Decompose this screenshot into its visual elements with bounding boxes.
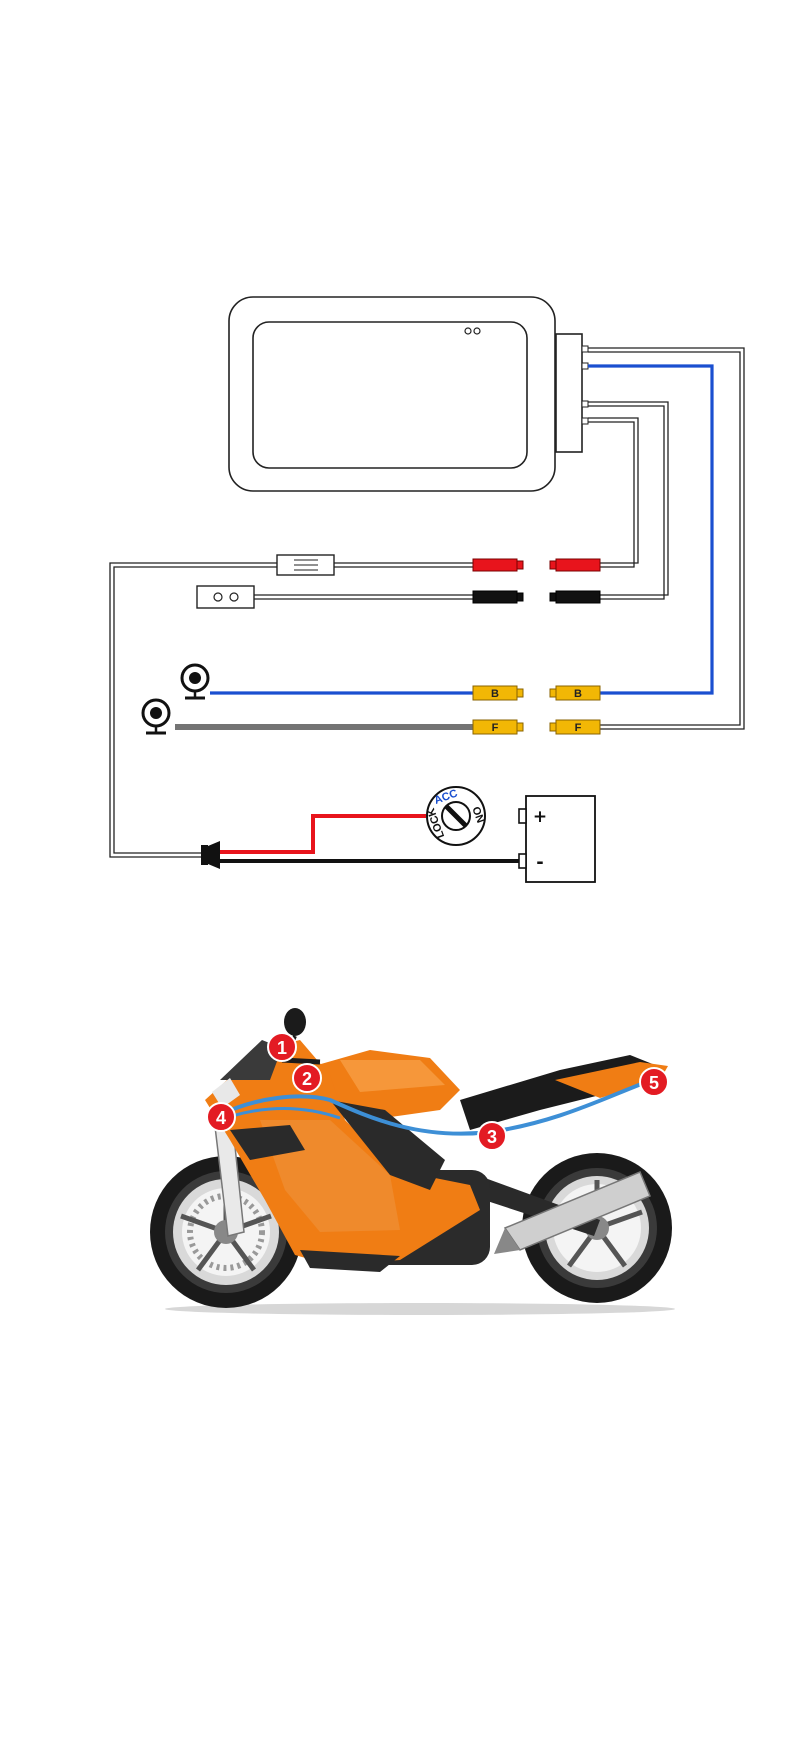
install-point-4: 4 — [206, 1102, 236, 1132]
front-connector-right-label: F — [575, 722, 582, 734]
power-connector-red-right — [549, 558, 601, 572]
rear-camera-wire — [210, 364, 714, 695]
install-point-3-label: 3 — [487, 1127, 497, 1147]
install-point-4-label: 4 — [216, 1108, 226, 1128]
rear-camera-icon — [180, 663, 210, 700]
battery-negative-symbol: - — [536, 852, 543, 873]
rear-connector-left-label: B — [491, 688, 499, 700]
ignition-wire-red — [218, 814, 426, 854]
battery-icon: + - — [518, 795, 596, 883]
front-camera-icon — [141, 698, 171, 735]
install-point-2: 2 — [292, 1063, 322, 1093]
remote-key-icon — [196, 585, 255, 609]
motorcycle-icon — [150, 1008, 675, 1315]
install-point-3: 3 — [477, 1121, 507, 1151]
ignition-switch-icon: ACC ON LOCK — [425, 786, 486, 846]
remote-wire — [254, 594, 475, 600]
power-wire-black — [588, 401, 669, 600]
install-point-2-label: 2 — [302, 1069, 312, 1089]
inline-fuse-icon — [276, 554, 335, 576]
harness-plug-icon — [201, 841, 220, 869]
ground-connector-black-left — [472, 590, 524, 604]
front-connector-right: F — [549, 719, 601, 735]
install-point-5: 5 — [639, 1067, 669, 1097]
install-point-1-label: 1 — [277, 1038, 287, 1058]
rear-connector-right: B — [549, 685, 601, 701]
battery-positive-symbol: + — [533, 807, 547, 827]
front-connector-left-label: F — [492, 722, 499, 734]
install-point-1: 1 — [267, 1032, 297, 1062]
ground-connector-black-right — [549, 590, 601, 604]
ignition-on-label: ON — [469, 805, 486, 825]
power-wire-red — [588, 417, 639, 568]
install-point-5-label: 5 — [649, 1073, 659, 1093]
front-camera-wire — [175, 347, 745, 730]
fuse-harness-wire — [109, 562, 475, 858]
power-connector-red-left — [472, 558, 524, 572]
dvr-recorder-icon — [228, 296, 589, 492]
rear-connector-right-label: B — [574, 688, 582, 700]
rear-connector-left: B — [472, 685, 524, 701]
front-connector-left: F — [472, 719, 524, 735]
